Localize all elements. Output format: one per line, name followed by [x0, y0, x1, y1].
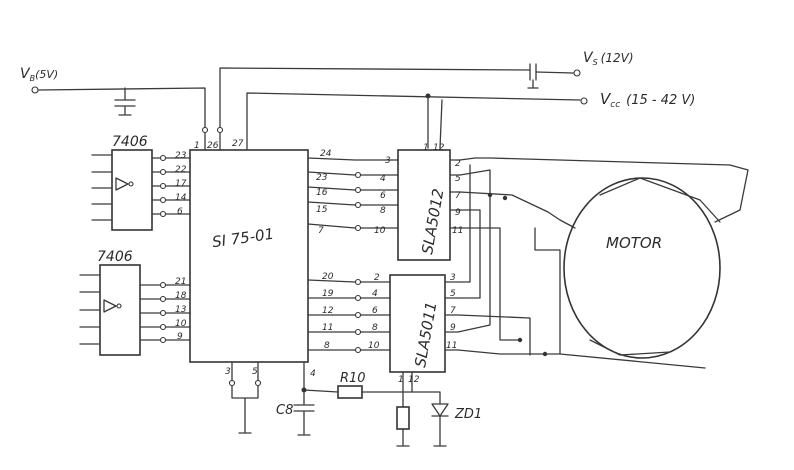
pin-label: 10	[368, 341, 380, 351]
pin-label: 8	[372, 323, 378, 333]
pin-label: 16	[316, 188, 328, 198]
buffer-top-label: 7406	[112, 134, 148, 150]
pin-label: 1	[423, 143, 429, 153]
pin-label: 2	[374, 273, 380, 283]
pin-label: 12	[408, 375, 420, 385]
buffer-7406-top	[91, 149, 191, 231]
pin-label: 4	[310, 369, 316, 379]
pin-label: 4	[380, 174, 386, 184]
pin-label: 3	[450, 273, 456, 283]
pin-label: 7	[450, 306, 456, 316]
pin-label: 11	[446, 341, 457, 351]
cap-label: C8	[276, 403, 293, 418]
driver-bottom-label: SLA5011	[411, 300, 440, 368]
pin-label: 17	[175, 179, 187, 189]
resistor-label: R10	[340, 371, 366, 386]
pin-label: 20	[322, 272, 334, 282]
pin-label: 4	[372, 289, 378, 299]
pin-label: 12	[322, 306, 334, 316]
pin-label: 5	[252, 367, 258, 377]
buffer-7406-bottom	[79, 264, 191, 356]
pin-label: 5	[455, 174, 461, 184]
pin-label: 6	[380, 191, 386, 201]
pin-label: 21	[175, 277, 186, 287]
pin-label: 1	[398, 375, 404, 385]
pin-label: 6	[177, 207, 183, 217]
controller-label: SI 75-01	[211, 225, 275, 251]
pin-label: 11	[322, 323, 333, 333]
supply-rails	[31, 63, 588, 149]
pin-label: 8	[380, 206, 386, 216]
pin-label: 9	[177, 332, 183, 342]
pin-label: 13	[175, 305, 187, 315]
pin-label: 26	[207, 141, 219, 151]
zener-label: ZD1	[454, 407, 482, 422]
motor	[563, 177, 721, 359]
pin-label: 18	[175, 291, 187, 301]
pin-label: 9	[450, 323, 456, 333]
pin-label: 14	[175, 193, 187, 203]
pin-label: 11	[452, 226, 463, 236]
pin-label: 27	[232, 139, 244, 149]
driver-sla5011	[389, 274, 459, 373]
motor-wiring	[457, 157, 749, 369]
pin-label: 9	[455, 208, 461, 218]
pin-label: 22	[175, 165, 187, 175]
pin-label: 3	[385, 156, 391, 166]
controller-si7501	[189, 126, 399, 436]
pin-label: 3	[225, 367, 231, 377]
motor-label: MOTOR	[606, 234, 662, 252]
pin-label: 10	[374, 226, 386, 236]
pin-label: 1	[194, 141, 200, 151]
pin-label: 2	[455, 159, 461, 169]
vs-label: VS(12V)	[583, 50, 634, 67]
resistor-zener-network	[337, 371, 449, 447]
vb-label: VB(5V)	[20, 66, 58, 83]
driver-sla5012	[397, 149, 461, 261]
pin-label: 10	[175, 319, 187, 329]
vcc-label: Vcc(15 - 42 V)	[600, 90, 695, 110]
pin-label: 5	[450, 289, 456, 299]
pin-label: 23	[175, 151, 187, 161]
pin-label: 7	[318, 226, 324, 236]
pin-label: 12	[433, 143, 445, 153]
pin-label: 7	[455, 191, 461, 201]
buffer-bottom-label: 7406	[97, 249, 133, 265]
pin-label: 8	[324, 341, 330, 351]
pin-label: 15	[316, 205, 328, 215]
pin-label: 19	[322, 289, 334, 299]
pin-label: 23	[316, 173, 328, 183]
driver-top-label: SLA5012	[418, 187, 447, 255]
pin-label: 24	[320, 149, 332, 159]
pin-label: 6	[372, 306, 378, 316]
